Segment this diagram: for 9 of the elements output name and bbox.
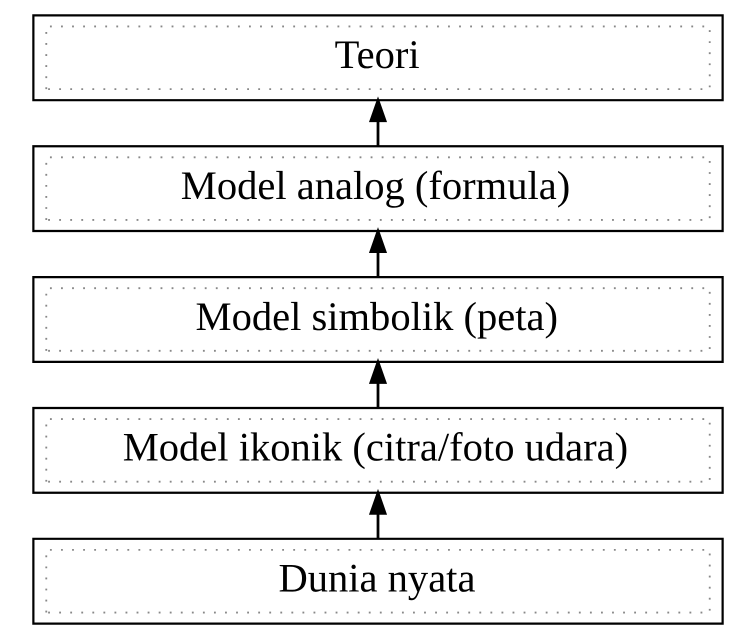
node-box: Model simbolik (peta) bbox=[32, 276, 724, 363]
arrow bbox=[368, 96, 388, 146]
arrow bbox=[368, 358, 388, 408]
node-box: Dunia nyata bbox=[32, 538, 724, 625]
node-box: Teori bbox=[32, 14, 724, 102]
arrow bbox=[368, 227, 388, 277]
node-box: Model analog (formula) bbox=[32, 145, 724, 232]
node-box: Model ikonik (citra/foto udara) bbox=[32, 406, 724, 494]
arrow bbox=[368, 488, 388, 538]
